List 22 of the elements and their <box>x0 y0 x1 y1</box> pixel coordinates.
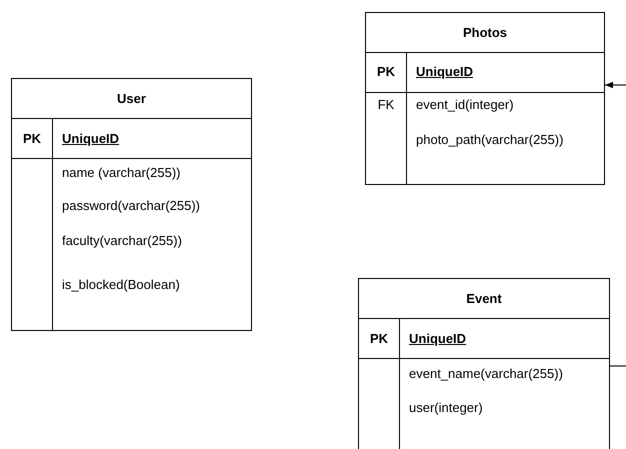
table-title: Photos <box>462 25 508 41</box>
entity-table <box>11 78 252 331</box>
attribute-field: is_blocked(Boolean) <box>62 277 180 293</box>
attribute-field: name (varchar(255)) <box>62 165 180 181</box>
arrow <box>604 82 626 88</box>
key-label: PK <box>376 64 396 80</box>
key-label: FK <box>376 97 396 113</box>
key-label: PK <box>22 131 42 147</box>
attribute-field: user(integer) <box>409 400 483 416</box>
primary-key-field: UniqueID <box>409 331 466 347</box>
key-label: PK <box>368 331 390 347</box>
attribute-field: photo_path(varchar(255)) <box>416 132 564 148</box>
entity-table <box>358 278 610 449</box>
primary-key-field: UniqueID <box>62 131 120 147</box>
attribute-field: faculty(varchar(255)) <box>62 233 182 249</box>
entity-table <box>365 12 605 185</box>
attribute-field: event_name(varchar(255)) <box>409 366 563 382</box>
table-title: User <box>116 91 147 107</box>
attribute-field: password(varchar(255)) <box>62 198 200 214</box>
table-title: Event <box>465 291 503 307</box>
primary-key-field: UniqueID <box>416 64 474 80</box>
attribute-field: event_id(integer) <box>416 97 514 113</box>
